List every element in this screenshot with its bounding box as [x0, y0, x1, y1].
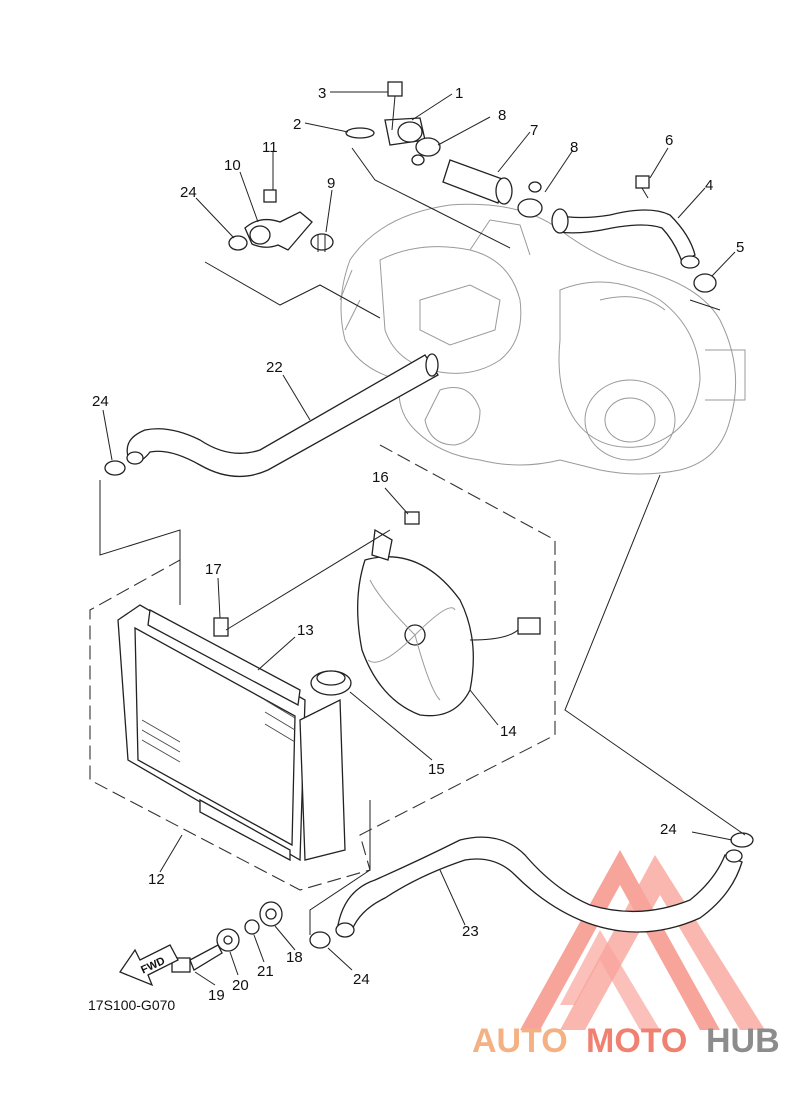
radiator-hose-part-22: [126, 353, 439, 478]
callout-13: 13: [297, 622, 314, 639]
hose-clamp-part-24d: [309, 931, 331, 949]
callout-2: 2: [293, 116, 301, 133]
callout-20: 20: [232, 977, 249, 994]
hose-part-7: [442, 159, 513, 205]
callout-21: 21: [257, 963, 274, 980]
washer-part-20: [216, 928, 240, 952]
callout-4: 4: [705, 177, 713, 194]
bolt-part-11: [263, 189, 277, 203]
radiator-bracket-part-13: [147, 608, 301, 707]
diagram-code: 17S100-G070: [88, 997, 175, 1013]
callout-1: 1: [455, 85, 463, 102]
callout-17: 17: [205, 561, 222, 578]
hose-clamp-part-8a: [411, 137, 441, 166]
fan-motor-part-14: [357, 528, 541, 717]
callout-12: 12: [148, 871, 165, 888]
radiator-cap-part-15: [310, 670, 352, 696]
bolt-part-19: [171, 944, 223, 973]
o-ring-part-5: [693, 273, 717, 293]
callout-6: 6: [665, 132, 673, 149]
callout-11: 11: [262, 139, 278, 156]
thermostat-part-9: [310, 233, 334, 252]
callout-24c: 24: [660, 821, 677, 838]
callout-3: 3: [318, 85, 326, 102]
forward-direction-arrow: FWD: [119, 944, 179, 987]
water-outlet-pipe: [384, 117, 426, 146]
engine-ghost-outline: [339, 203, 746, 475]
radiator-part-12: [117, 604, 346, 862]
grommet-part-18: [259, 901, 283, 927]
callout-24d: 24: [353, 971, 370, 988]
callout-10: 10: [224, 157, 241, 174]
callout-8a: 8: [498, 107, 506, 124]
hose-clamp-part-24a: [228, 235, 248, 251]
callout-9: 9: [327, 175, 335, 192]
callout-8b: 8: [570, 139, 578, 156]
thermostat-cover-part-10: [244, 211, 313, 251]
collar-part-21: [244, 919, 260, 935]
callout-19: 19: [208, 987, 225, 1004]
callout-14: 14: [500, 723, 517, 740]
callout-22: 22: [266, 359, 283, 376]
o-ring-part-2: [345, 127, 375, 139]
bolt-part-6: [635, 175, 650, 199]
svg-text:HUB: HUB: [706, 1022, 780, 1060]
callout-24b: 24: [92, 393, 109, 410]
hose-clamp-part-24b: [104, 460, 126, 476]
leader-lines: [99, 91, 746, 986]
watermark-logo: [520, 850, 765, 1030]
watermark-text: AUTO MOTO HUB: [472, 1022, 780, 1060]
hose-clamp-part-8b: [517, 181, 543, 218]
callout-7: 7: [530, 122, 538, 139]
callout-labels: 3 1 2 8 7 8 6 4 5 11 10 9 24 22 24 16 17…: [92, 85, 744, 1004]
callout-16: 16: [372, 469, 389, 486]
bolt-part-16: [404, 511, 420, 525]
water-pipe-part-4: [551, 208, 700, 269]
svg-text:MOTO: MOTO: [586, 1022, 687, 1060]
callout-5: 5: [736, 239, 744, 256]
callout-23: 23: [462, 923, 479, 940]
callout-15: 15: [428, 761, 445, 778]
callout-18: 18: [286, 949, 303, 966]
hose-clamp-part-24c: [730, 832, 754, 848]
bolt-part-3: [387, 81, 403, 131]
bracket-part-17: [213, 617, 229, 637]
radiator-hose-part-23: [335, 836, 743, 938]
callout-24a: 24: [180, 184, 197, 201]
svg-text:AUTO: AUTO: [472, 1022, 568, 1060]
